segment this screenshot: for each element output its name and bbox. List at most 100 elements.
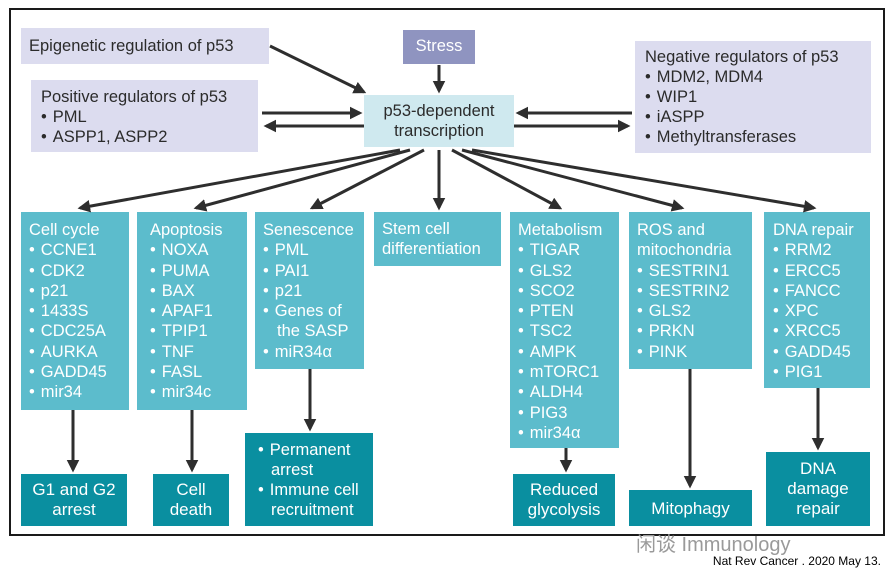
metabolism-title: Metabolism bbox=[518, 221, 603, 239]
epigenetic-box: Epigenetic regulation of p53 bbox=[21, 28, 269, 64]
arrow-to-metabolism bbox=[451, 148, 563, 210]
list-item: WIP1 bbox=[645, 87, 871, 107]
dna-repair-outcome-box: DNA damage repair bbox=[766, 452, 870, 526]
ros-mitochondria-title: ROS and mitochondria bbox=[637, 221, 732, 260]
list-item: PML bbox=[263, 240, 364, 260]
dna-repair-title: DNA repair bbox=[773, 221, 854, 239]
dna-repair-box: DNA repair RRM2 ERCC5 FANCC XPC XRCC5 GA… bbox=[764, 212, 870, 388]
list-item: PUMA bbox=[150, 261, 247, 281]
list-item: CDK2 bbox=[29, 261, 129, 281]
negative-regulators-list: MDM2, MDM4 WIP1 iASPP Methyltransferases bbox=[645, 67, 871, 147]
stem-cell-title: Stem cell differentiation bbox=[382, 220, 481, 259]
list-item: CCNE1 bbox=[29, 240, 129, 260]
dna-repair-list: RRM2 ERCC5 FANCC XPC XRCC5 GADD45 PIG1 bbox=[773, 240, 870, 382]
list-item: PML bbox=[41, 107, 258, 127]
metabolism-outcome: Reduced glycolysis bbox=[527, 480, 601, 519]
arrow-epigenetic bbox=[269, 44, 367, 94]
cell-cycle-title: Cell cycle bbox=[29, 221, 100, 239]
positive-regulators-list: PML ASPP1, ASPP2 bbox=[41, 107, 258, 147]
source-credit: Nat Rev Cancer . 2020 May 13. bbox=[712, 554, 881, 568]
metabolism-list: TIGAR GLS2 SCO2 PTEN TSC2 AMPK mTORC1 AL… bbox=[518, 240, 619, 443]
list-item: Permanent arrest bbox=[253, 440, 369, 480]
cell-cycle-list: CCNE1 CDK2 p21 1433S CDC25A AURKA GADD45… bbox=[29, 240, 129, 402]
senescence-outcome-list: Permanent arrest Immune cell recruitment bbox=[253, 440, 369, 520]
list-item: TSC2 bbox=[518, 321, 619, 341]
list-item: Immune cell recruitment bbox=[253, 480, 369, 520]
stress-box: Stress bbox=[403, 30, 475, 64]
ros-mitochondria-list: SESTRIN1 SESTRIN2 GLS2 PRKN PINK bbox=[637, 261, 752, 362]
apoptosis-list: NOXA PUMA BAX APAF1 TPIP1 TNF FASL mir34… bbox=[150, 240, 247, 402]
list-item: XPC bbox=[773, 301, 870, 321]
list-item: Genes of the SASP bbox=[263, 301, 369, 342]
list-item: mTORC1 bbox=[518, 362, 619, 382]
metabolism-box: Metabolism TIGAR GLS2 SCO2 PTEN TSC2 AMP… bbox=[510, 212, 619, 448]
stem-cell-box: Stem cell differentiation bbox=[374, 212, 501, 266]
arrow-to-apoptosis bbox=[193, 148, 411, 212]
list-item: ALDH4 bbox=[518, 382, 619, 402]
arrow-to-ros bbox=[461, 148, 685, 212]
list-item: SESTRIN2 bbox=[637, 281, 752, 301]
cell-cycle-outcome-box: G1 and G2 arrest bbox=[21, 474, 127, 526]
dna-repair-outcome: DNA damage repair bbox=[787, 459, 849, 518]
senescence-box: Senescence PML PAI1 p21 Genes of the SAS… bbox=[255, 212, 364, 369]
list-item: GLS2 bbox=[518, 261, 619, 281]
list-item-text: Genes of the SASP bbox=[274, 302, 349, 341]
list-item: NOXA bbox=[150, 240, 247, 260]
apoptosis-title: Apoptosis bbox=[150, 221, 223, 239]
list-item: p21 bbox=[263, 281, 364, 301]
stress-label: Stress bbox=[415, 37, 463, 55]
epigenetic-label: Epigenetic regulation of p53 bbox=[29, 37, 234, 55]
list-item: BAX bbox=[150, 281, 247, 301]
list-item: CDC25A bbox=[29, 321, 129, 341]
p53-transcription-label: p53-dependent transcription bbox=[383, 102, 495, 140]
list-item: SESTRIN1 bbox=[637, 261, 752, 281]
list-item: TPIP1 bbox=[150, 321, 247, 341]
list-item: TNF bbox=[150, 342, 247, 362]
ros-outcome: Mitophagy bbox=[651, 499, 730, 518]
list-item: PAI1 bbox=[263, 261, 364, 281]
list-item: mir34c bbox=[150, 382, 247, 402]
apoptosis-box: Apoptosis NOXA PUMA BAX APAF1 TPIP1 TNF … bbox=[137, 212, 247, 410]
apoptosis-outcome: Cell death bbox=[169, 480, 213, 519]
list-item: FANCC bbox=[773, 281, 870, 301]
list-item: GADD45 bbox=[773, 342, 870, 362]
list-item: PIG1 bbox=[773, 362, 870, 382]
list-item: AMPK bbox=[518, 342, 619, 362]
list-item: APAF1 bbox=[150, 301, 247, 321]
arrow-to-cell-cycle bbox=[77, 148, 401, 213]
list-item: PIG3 bbox=[518, 403, 619, 423]
list-item: FASL bbox=[150, 362, 247, 382]
apoptosis-outcome-box: Cell death bbox=[153, 474, 229, 526]
negative-regulators-box: Negative regulators of p53 MDM2, MDM4 WI… bbox=[635, 41, 871, 153]
list-item: GADD45 bbox=[29, 362, 129, 382]
list-item: mir34α bbox=[518, 423, 619, 443]
list-item: mir34 bbox=[29, 382, 129, 402]
senescence-title: Senescence bbox=[263, 221, 354, 239]
list-item: Methyltransferases bbox=[645, 127, 871, 147]
list-item: GLS2 bbox=[637, 301, 752, 321]
list-item: PRKN bbox=[637, 321, 752, 341]
senescence-outcome-box: Permanent arrest Immune cell recruitment bbox=[245, 433, 373, 526]
list-item: ASPP1, ASPP2 bbox=[41, 127, 258, 147]
p53-transcription-box: p53-dependent transcription bbox=[364, 95, 514, 147]
arrow-to-dna-repair bbox=[471, 148, 817, 213]
positive-regulators-title: Positive regulators of p53 bbox=[41, 88, 228, 106]
list-item: p21 bbox=[29, 281, 129, 301]
metabolism-outcome-box: Reduced glycolysis bbox=[513, 474, 615, 526]
arrow-to-senescence bbox=[309, 148, 425, 210]
list-item: AURKA bbox=[29, 342, 129, 362]
cell-cycle-outcome: G1 and G2 arrest bbox=[32, 480, 116, 519]
list-item: iASPP bbox=[645, 107, 871, 127]
list-item: XRCC5 bbox=[773, 321, 870, 341]
senescence-list: PML PAI1 p21 Genes of the SASP miR34α bbox=[263, 240, 364, 362]
ros-outcome-box: Mitophagy bbox=[629, 490, 752, 526]
list-item: ERCC5 bbox=[773, 261, 870, 281]
list-item: MDM2, MDM4 bbox=[645, 67, 871, 87]
list-item: TIGAR bbox=[518, 240, 619, 260]
cell-cycle-box: Cell cycle CCNE1 CDK2 p21 1433S CDC25A A… bbox=[21, 212, 129, 410]
positive-regulators-box: Positive regulators of p53 PML ASPP1, AS… bbox=[31, 80, 258, 152]
negative-regulators-title: Negative regulators of p53 bbox=[645, 48, 839, 66]
list-item: PINK bbox=[637, 342, 752, 362]
list-item: 1433S bbox=[29, 301, 129, 321]
list-item: miR34α bbox=[263, 342, 364, 362]
